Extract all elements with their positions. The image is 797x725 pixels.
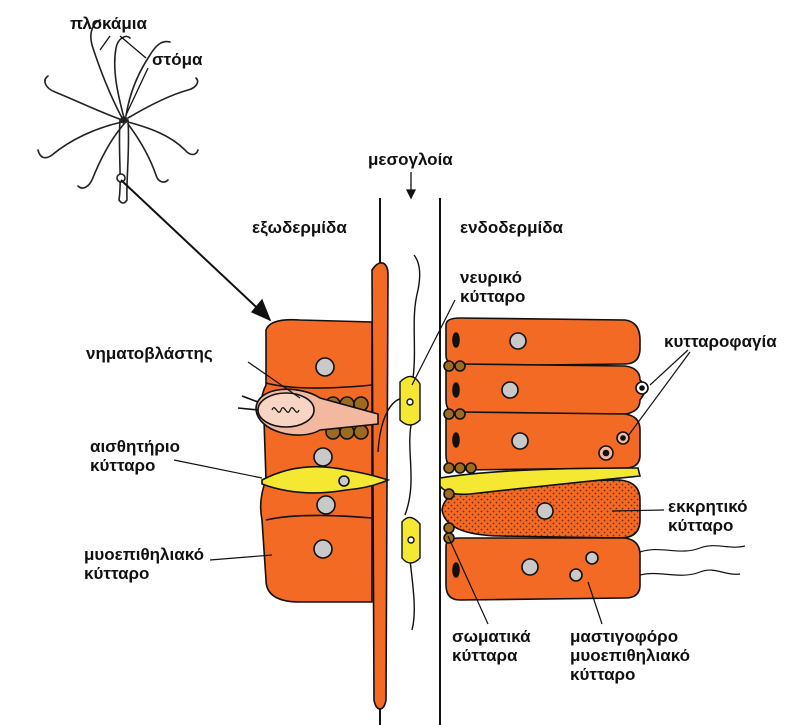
hydra-sketch [38,20,198,203]
label-nerve-cell-line1: νευρικό [460,268,522,287]
nucleus [512,433,528,449]
tentacle [128,78,198,118]
sensory-leader [174,460,262,478]
nucleus [510,333,526,349]
flagellum [640,546,745,552]
nucleus [316,358,334,376]
label-sensory-line1: αισθητήριο [90,437,180,456]
label-mouth: στόμα [152,50,202,69]
tentacle [91,20,122,118]
nucleus [522,559,538,575]
leader-lines [100,36,415,320]
ectoderm-layer [238,263,388,709]
nucleus [586,552,598,564]
label-secretory-line1: εκκρητικό [668,497,748,516]
label-ectoderm: εξωδερμίδα [252,218,347,237]
mouth-dot [121,117,127,123]
label-flagellated-line1: μαστιγοφόρο [570,627,678,646]
label-phagocytosis: κυτταροφαγία [664,332,777,351]
label-endoderm: ενδοδερμίδα [460,218,563,237]
tentacle [128,124,168,182]
label-secretory-line2: κύτταρο [668,516,733,535]
nucleus [502,382,518,398]
myoepithelial-leader [210,555,272,560]
nucleus [537,503,553,519]
label-myoepithelial-line2: κύτταρο [84,564,149,583]
ectoderm-muscle-process [372,263,388,709]
label-myoepithelial-line1: μυοεπιθηλιακό [84,545,204,564]
label-nerve-cell-line2: κύτταρο [460,287,525,306]
label-somatic-line1: σωματικά [452,627,531,646]
endoderm-layer [440,318,745,600]
flagellum [640,570,740,575]
tentacles-leader [120,36,146,58]
endoderm-cell [446,364,648,414]
nucleus [314,540,332,558]
close-up-arrow-line [121,180,270,320]
label-flagellated-line3: κύτταρο [570,665,635,684]
tentacle [45,76,122,120]
label-sensory-line2: κύτταρο [90,456,155,475]
label-tentacles: πλοκάμια [70,14,147,33]
hydra-body-stalk [119,120,129,203]
endoderm-cell [446,412,640,470]
nucleus [570,569,582,581]
label-flagellated-line2: μυοεπιθηλιακό [570,646,690,665]
flagellated-cell [446,538,640,600]
tentacles-leader [100,36,110,50]
label-somatic-line2: κύτταρα [452,646,518,665]
nucleus [339,476,349,486]
label-nematoblast: νηματοβλάστης [86,344,213,363]
nucleus [317,496,335,514]
label-mesoglea: μεσογλοία [368,150,453,169]
endoderm-cell [446,318,640,366]
close-up-arrow-head [252,300,270,320]
tentacle [38,122,122,158]
nucleus [314,448,332,466]
